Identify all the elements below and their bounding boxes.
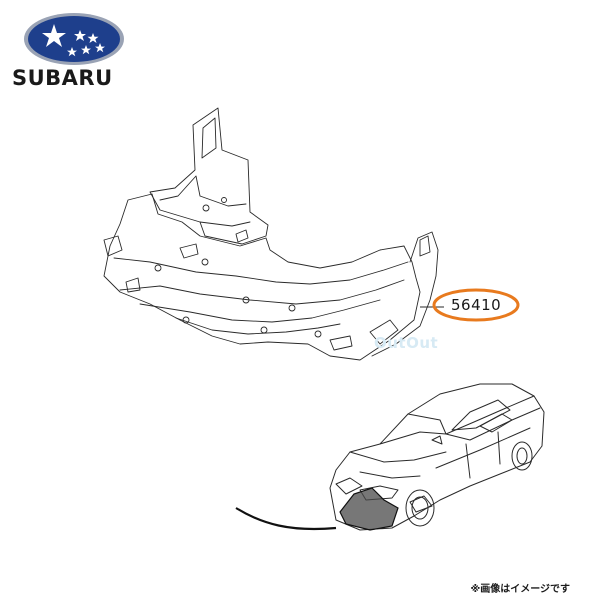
car-location-drawing: [329, 383, 545, 531]
part-number-label: 56410: [451, 296, 502, 314]
watermark-text: OutOut: [374, 334, 439, 352]
image-disclaimer-note: ※画像はイメージです: [470, 584, 570, 595]
part-number-highlight: [432, 288, 520, 322]
car-undercover-highlight: [339, 487, 399, 531]
location-pointer-line: [235, 507, 337, 531]
subaru-emblem-logo: [24, 13, 124, 65]
emblem-small-stars-icon: [67, 30, 105, 57]
brand-wordmark: SUBARU: [12, 66, 113, 90]
emblem-large-star-icon: [42, 24, 66, 47]
under-cover-part-drawing: [103, 107, 439, 361]
